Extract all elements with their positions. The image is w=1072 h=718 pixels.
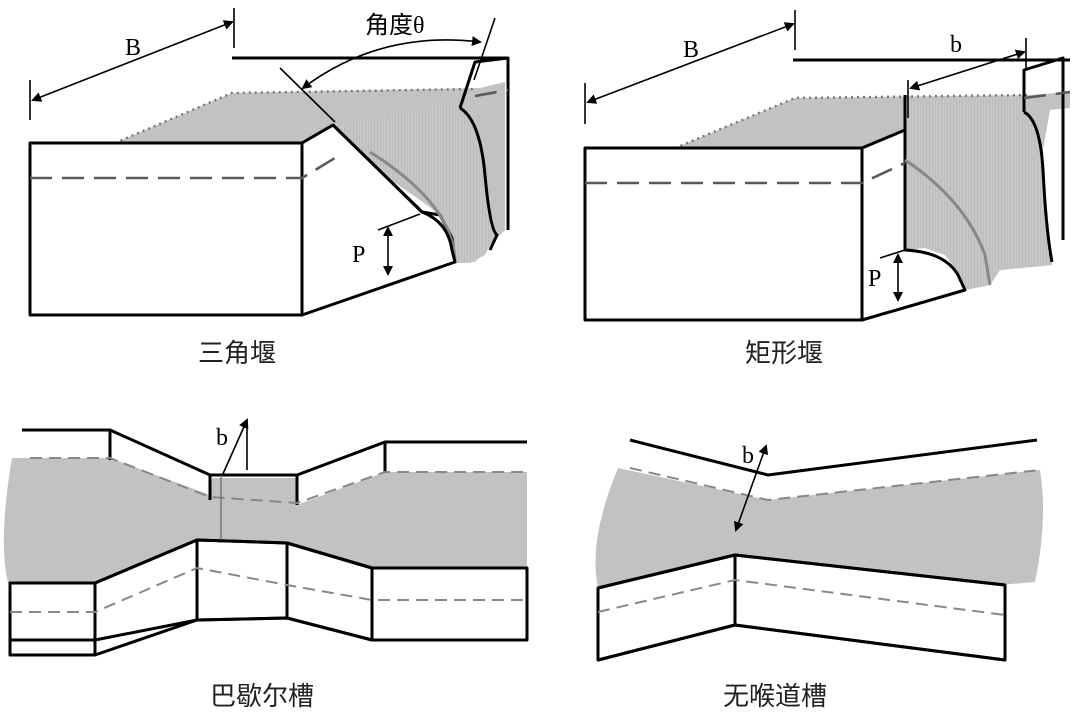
channel-side-face (860, 128, 967, 322)
caption-parshall-flume: 巴歇尔槽 (210, 682, 314, 712)
throat-dimension-label: b (216, 425, 228, 451)
dimension-b-label: B (125, 35, 141, 61)
upper-wall-line (22, 428, 112, 460)
dimension-b-arrow (586, 22, 795, 104)
caption-triangular-weir: 三角堰 (198, 339, 276, 369)
water-level-dashed-back (1023, 90, 1071, 100)
water-level-dashed (585, 161, 906, 185)
nappe-curve-inner (904, 158, 992, 286)
throat-dimension-label: b (742, 443, 754, 469)
upper-wall-converging (109, 428, 527, 477)
dimension-b-label: B (683, 37, 699, 63)
dimension-b-small-label: b (950, 32, 962, 58)
dimension-b-arrow (31, 20, 234, 102)
angle-theta-arc (301, 36, 482, 90)
throatless-flume-panel: b 无喉道槽 (595, 438, 1044, 712)
v-notch-edge (331, 123, 424, 214)
dimension-p-label: P (868, 266, 881, 292)
water-edge-dotted (674, 93, 1031, 150)
water-body (595, 468, 1044, 588)
nappe (333, 90, 495, 263)
water-level-dashed (30, 156, 336, 180)
nappe (905, 95, 1052, 290)
channel-front-face (28, 141, 304, 317)
lower-wall-top (10, 538, 527, 585)
throat-dimension-arrow (733, 444, 769, 532)
dimension-p-label: P (352, 242, 365, 268)
angle-theta-label: 角度θ (365, 12, 425, 39)
angle-reference-line-right (473, 17, 496, 81)
nappe-curve-inner (369, 150, 457, 263)
nappe-curve-outer (1023, 110, 1054, 263)
upper-wall-line (629, 438, 1038, 477)
upper-water-edge-dashed (30, 457, 527, 505)
rectangular-weir-panel: B b P 矩形堰 (583, 10, 1071, 369)
water-body (3, 458, 528, 583)
nappe-curve-outer (459, 106, 499, 251)
caption-throatless-flume: 无喉道槽 (723, 682, 827, 712)
notch-floor-curve (421, 210, 457, 263)
channel-front-face (583, 146, 864, 322)
angle-reference-line (279, 67, 336, 123)
water-level-dashed-back (474, 88, 509, 98)
caption-rectangular-weir: 矩形堰 (745, 339, 823, 369)
opening-right-post (1022, 56, 1065, 240)
dimension-p-tick (879, 249, 906, 259)
throat-dimension-arrow (221, 418, 249, 477)
lower-wall-bottom (10, 616, 527, 642)
dimension-b-small-arrow (909, 49, 1026, 91)
triangular-weir-panel: B 角度θ P 三角堰 (28, 8, 510, 369)
lower-water-level-dashed (10, 566, 527, 613)
lower-water-level-dashed (597, 578, 1006, 616)
parshall-flume-panel: b 巴歇尔槽 (3, 418, 529, 712)
